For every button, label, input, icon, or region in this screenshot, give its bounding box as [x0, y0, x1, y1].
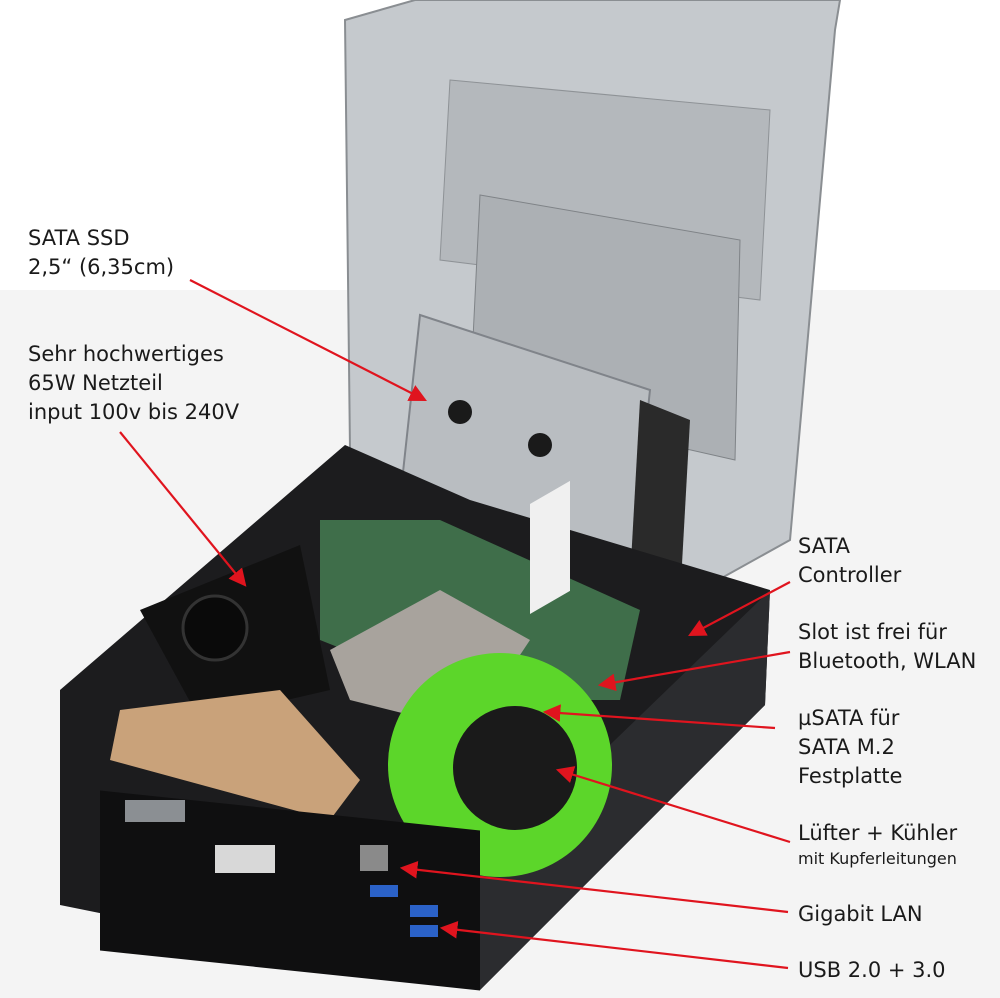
label-usb: USB 2.0 + 3.0 — [798, 956, 946, 985]
arrow-slot — [597, 650, 791, 692]
label-gigabit-lan: Gigabit LAN — [798, 900, 923, 929]
label-line: input 100v bis 240V — [28, 400, 240, 424]
label-line: Bluetooth, WLAN — [798, 649, 977, 673]
label-free-slot: Slot ist frei für Bluetooth, WLAN — [798, 618, 976, 676]
label-line: SATA M.2 — [798, 735, 895, 759]
sata-connector — [630, 400, 690, 600]
label-sata-controller: SATA Controller — [798, 532, 901, 590]
usb-port — [370, 885, 398, 897]
label-sata-ssd: SATA SSD 2,5“ (6,35cm) — [28, 224, 174, 282]
label-line: Festplatte — [798, 764, 903, 788]
ssd-hole — [448, 400, 472, 424]
label-fan-cooler: Lüfter + Kühler mit Kupferleitungen — [798, 819, 957, 870]
lan-port — [360, 845, 388, 871]
label-line: Gigabit LAN — [798, 902, 923, 926]
arrow-ssd — [189, 279, 427, 402]
label-line: Sehr hochwertiges — [28, 342, 224, 366]
label-line: 2,5“ (6,35cm) — [28, 255, 175, 279]
label-line: Controller — [798, 563, 902, 587]
dvi-port — [215, 845, 275, 873]
label-line-small: mit Kupferleitungen — [798, 849, 957, 868]
arrow-lan — [399, 861, 789, 914]
arrow-psu — [119, 431, 247, 587]
arrow-fan — [555, 766, 791, 844]
arrow-sata-controller — [688, 581, 791, 637]
copper-heatsink — [110, 690, 360, 820]
label-line: Slot ist frei für — [798, 620, 947, 644]
label-line: USB 2.0 + 3.0 — [798, 958, 946, 982]
fan-rotor — [453, 706, 577, 830]
label-line: 65W Netzteil — [28, 371, 163, 395]
label-line: SATA — [798, 534, 851, 558]
serial-port — [125, 800, 185, 822]
arrow-usata — [542, 704, 776, 730]
arrow-usb — [439, 921, 789, 970]
label-usata: µSATA für SATA M.2 Festplatte — [798, 704, 902, 791]
label-line: SATA SSD — [28, 226, 130, 250]
label-sticker — [530, 480, 570, 615]
label-line: Lüfter + Kühler — [798, 821, 958, 845]
label-power-supply: Sehr hochwertiges 65W Netzteil input 100… — [28, 340, 239, 427]
ssd-hole — [528, 433, 552, 457]
psu-knob — [181, 594, 249, 662]
usb-port — [410, 925, 438, 937]
label-line: µSATA für — [798, 706, 900, 730]
usb-port — [410, 905, 438, 917]
io-panel — [100, 790, 480, 991]
